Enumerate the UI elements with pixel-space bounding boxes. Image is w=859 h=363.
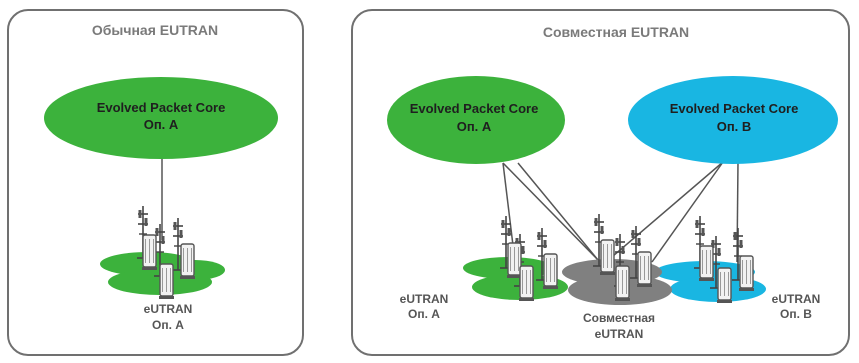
- ran-b-label: eUTRAN: [772, 292, 821, 306]
- left-panel-title: Обычная EUTRAN: [92, 22, 218, 38]
- core-a-operator: Оп. A: [457, 119, 492, 134]
- ran-a-operator: Оп. A: [408, 307, 440, 321]
- left-ran-operator: Оп. A: [152, 318, 184, 332]
- core-a-label: Evolved Packet Core: [410, 101, 539, 116]
- ran-shared-label: Совместная: [583, 311, 655, 325]
- core-b-label: Evolved Packet Core: [670, 101, 799, 116]
- left-core-ellipse: [44, 77, 278, 159]
- left-core-operator: Оп. A: [144, 117, 179, 132]
- left-core-label: Evolved Packet Core: [97, 100, 226, 115]
- left-ran-label: eUTRAN: [144, 302, 193, 316]
- core-a-ellipse: [387, 76, 565, 164]
- core-ran-links: [502, 161, 739, 263]
- right-panel-title: Совместная EUTRAN: [543, 24, 689, 40]
- ran-b-operator: Оп. B: [780, 307, 812, 321]
- core-b-ellipse: [628, 76, 838, 164]
- core-b-operator: Оп. B: [717, 119, 752, 134]
- ran-shared-sublabel: eUTRAN: [595, 327, 644, 341]
- ran-a-label: eUTRAN: [400, 292, 449, 306]
